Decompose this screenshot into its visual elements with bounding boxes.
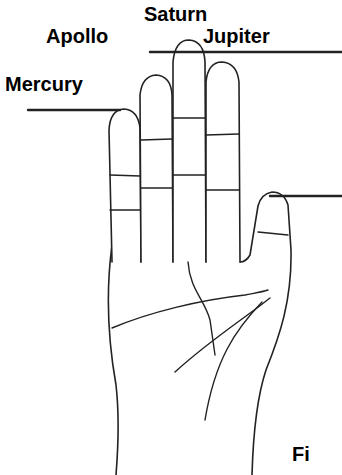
planet-label: Apollo xyxy=(46,25,108,47)
little-finger xyxy=(109,109,141,262)
finger-crease xyxy=(110,118,288,235)
middle-finger xyxy=(173,40,206,262)
life-line xyxy=(205,302,262,420)
ring-finger xyxy=(140,75,173,262)
planet-label: Jupiter xyxy=(203,25,270,47)
leader-line xyxy=(270,195,342,197)
leader-line xyxy=(150,51,342,53)
index-finger xyxy=(206,62,240,262)
fate-line xyxy=(188,262,215,355)
planet-label: Mercury xyxy=(5,73,83,95)
leader-line xyxy=(28,109,120,111)
planet-label: Saturn xyxy=(144,3,207,25)
planet-label: Fi xyxy=(292,443,310,465)
